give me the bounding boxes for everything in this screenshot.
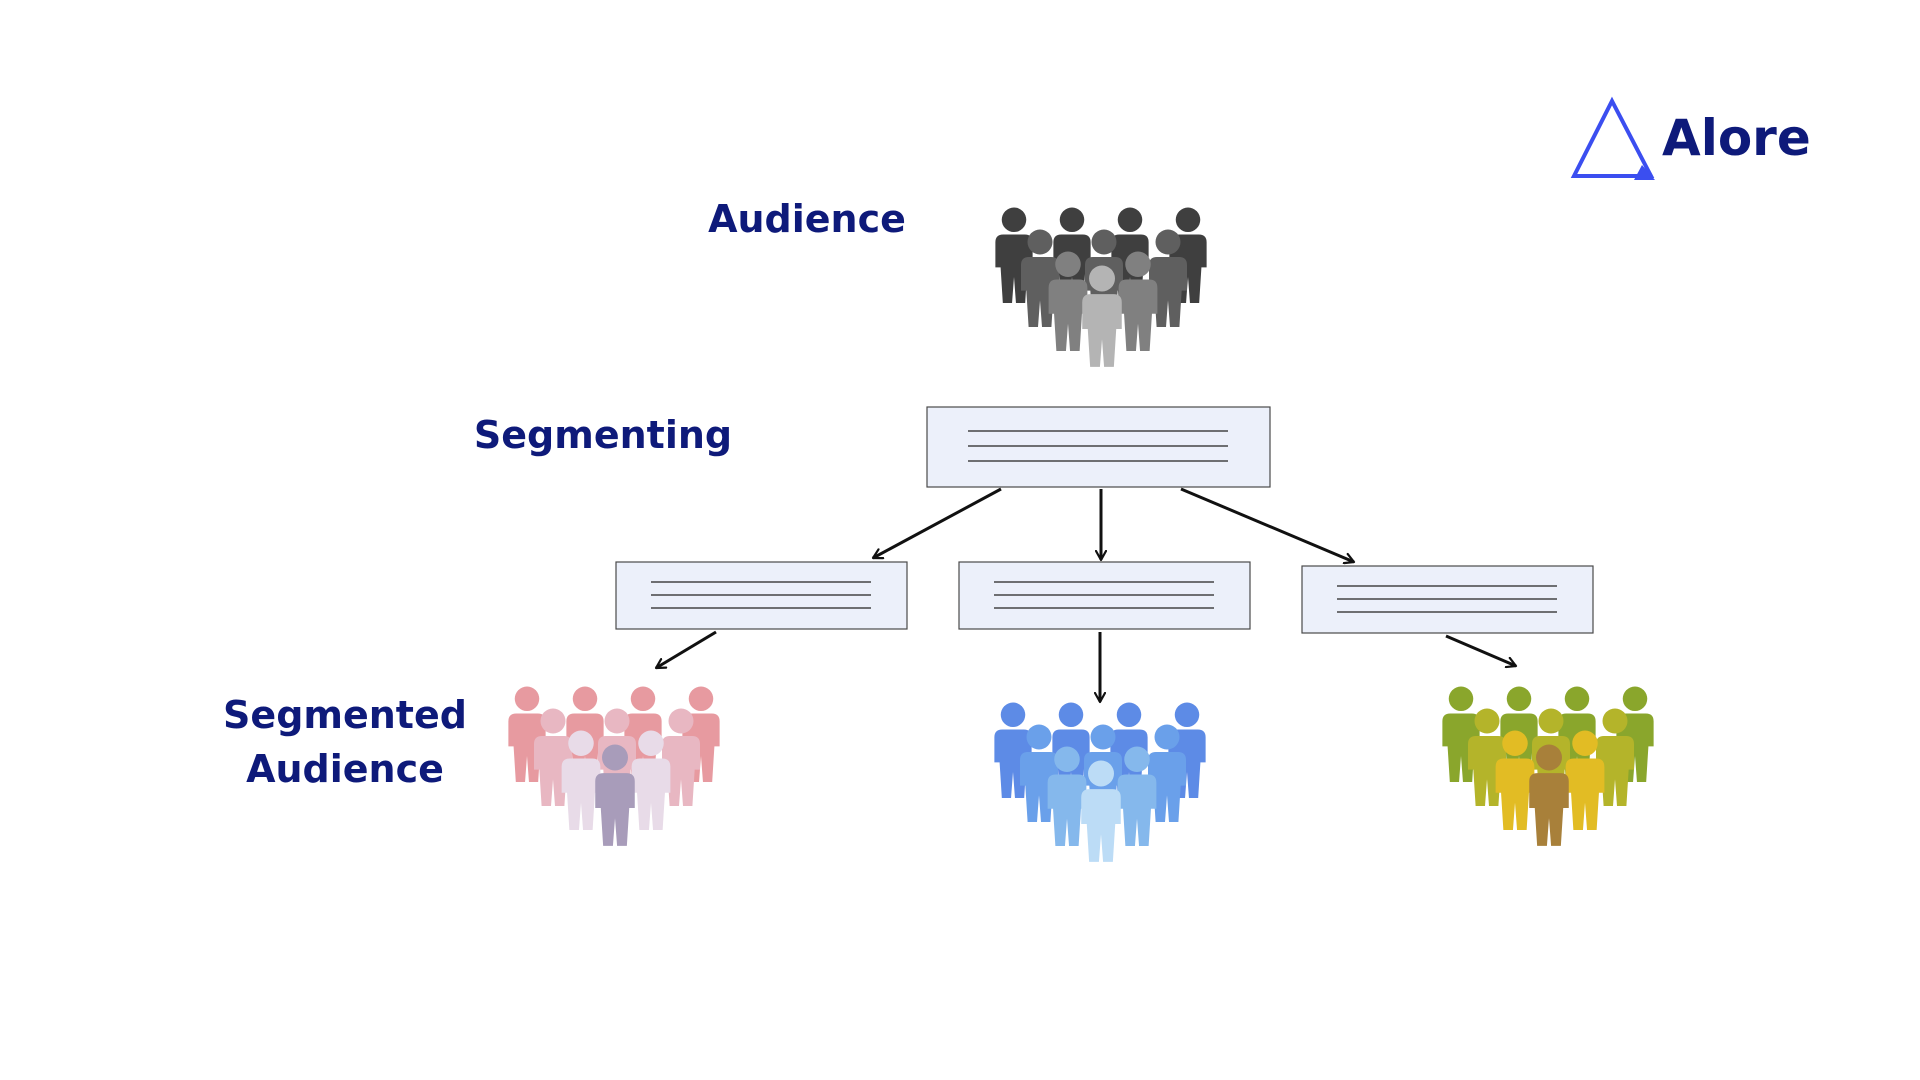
triangle-logo-icon: [1570, 96, 1655, 180]
person-mid-2: [1596, 708, 1634, 806]
segment-group-olive-icon: [1442, 686, 1654, 846]
arrow-to-segment-1: [873, 487, 1002, 560]
person-center: [595, 744, 635, 846]
person-front-1: [1117, 746, 1157, 846]
segment-box-3: [1301, 565, 1594, 634]
brand-name: Alore: [1662, 109, 1811, 167]
person-center: [1529, 744, 1569, 846]
person-front-0: [1047, 746, 1087, 846]
segment-group-blue-icon: [994, 702, 1206, 862]
arrow-to-group-pink: [656, 630, 717, 670]
segment-box-2: [958, 561, 1251, 630]
person-front-0: [561, 730, 601, 830]
segmented-label-line2: Audience: [246, 747, 444, 791]
person-center: [1082, 265, 1122, 367]
arrow-to-segment-3: [1180, 487, 1354, 562]
audience-label: Audience: [708, 197, 906, 241]
audience-group-icon: [995, 207, 1207, 367]
person-front-0: [1048, 251, 1088, 351]
brand-logo: Alore: [1570, 96, 1811, 180]
arrow-to-group-olive: [1445, 634, 1516, 666]
person-mid-2: [1148, 724, 1186, 822]
person-front-1: [631, 730, 671, 830]
person-mid-2: [662, 708, 700, 806]
segmenting-label: Segmenting: [474, 413, 732, 457]
segment-box-1: [615, 561, 908, 630]
person-front-0: [1495, 730, 1535, 830]
segmented-label-line1: Segmented: [223, 693, 467, 737]
segment-group-pink-icon: [508, 686, 720, 846]
person-center: [1081, 760, 1121, 862]
person-mid-2: [1149, 229, 1187, 327]
person-front-1: [1118, 251, 1158, 351]
person-front-1: [1565, 730, 1605, 830]
segmenting-box: [926, 406, 1271, 488]
